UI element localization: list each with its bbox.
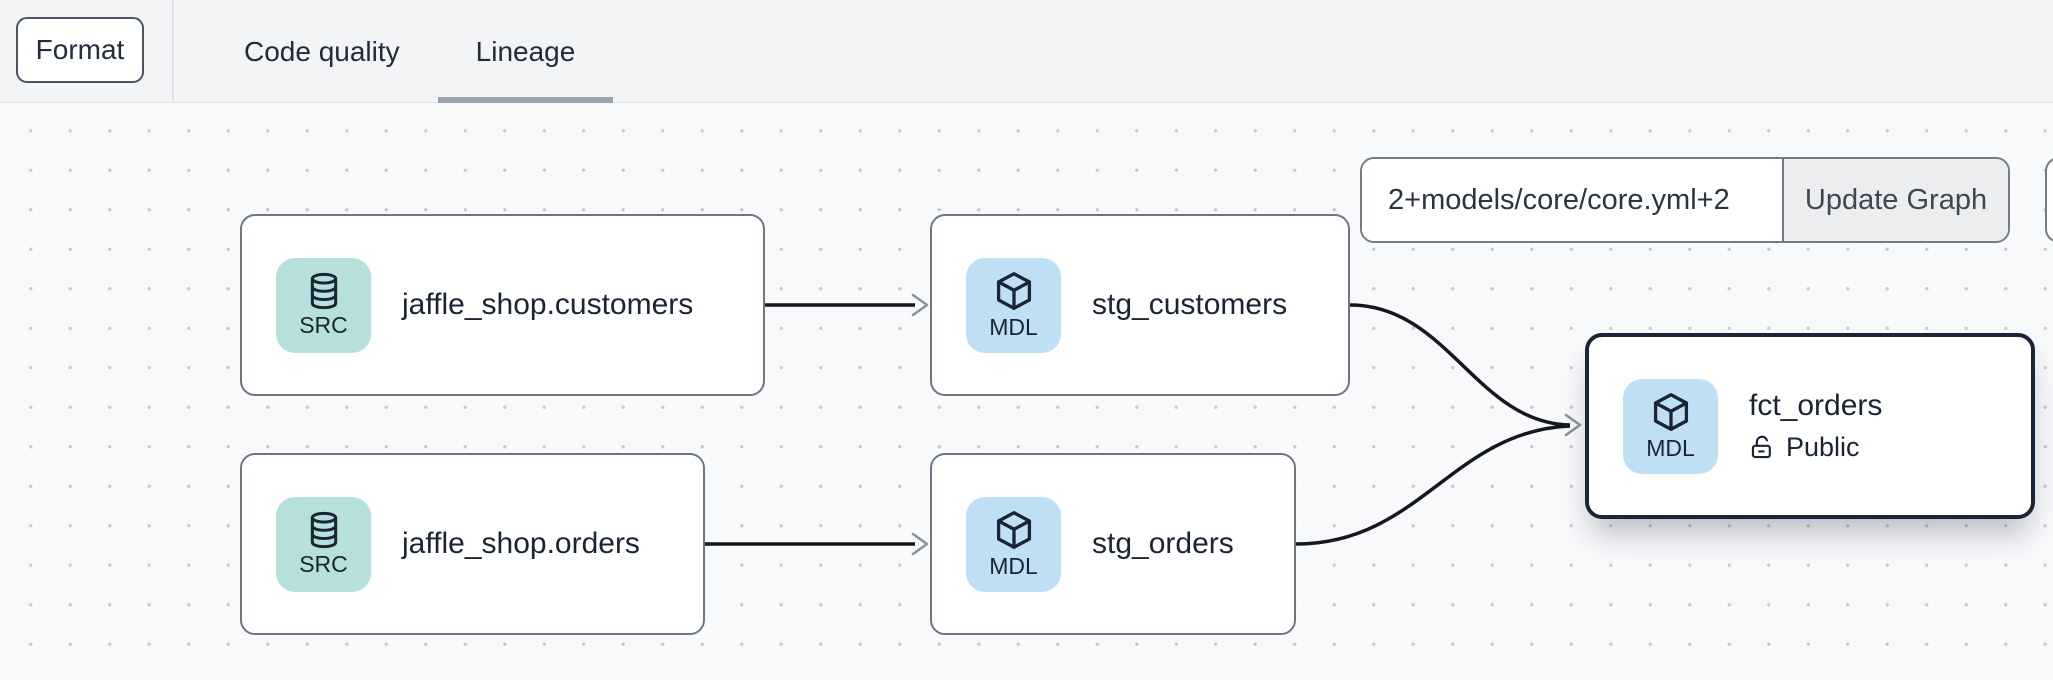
arrowhead-stg-orders [911,532,929,556]
selector-input[interactable] [1362,159,1782,241]
cube-icon [996,511,1031,549]
arrowhead-fct-orders [1564,413,1582,437]
node-stg-customers[interactable]: MDL stg_customers [930,214,1350,396]
edge-stgcustomers-fct [1349,303,1571,427]
access-label: Public [1786,432,1860,462]
node-jaffle-shop-customers[interactable]: SRC jaffle_shop.customers [240,214,765,396]
graph-selector-bar: Update Graph [1360,157,2010,243]
toolbar-divider [172,0,174,103]
node-fct-orders[interactable]: MDL fct_orders Public [1585,333,2035,519]
tab-lineage[interactable]: Lineage [437,0,614,103]
lineage-canvas[interactable]: SRC jaffle_shop.customers MDL stg_custom… [0,103,2053,680]
badge-label: MDL [989,553,1038,579]
node-label: stg_orders [1092,527,1234,560]
model-badge: MDL [966,496,1061,592]
tab-code-quality-label: Code quality [244,35,400,67]
arrowhead-stg-customers [911,293,929,317]
top-toolbar: Format Code quality Lineage [0,0,2053,103]
cube-icon [1653,393,1688,431]
update-graph-button[interactable]: Update Graph [1782,159,2008,241]
update-graph-label: Update Graph [1804,183,1988,216]
node-jaffle-shop-orders[interactable]: SRC jaffle_shop.orders [240,453,705,635]
format-button-label: Format [35,34,125,65]
source-badge: SRC [276,496,371,592]
node-label: stg_customers [1092,288,1288,321]
clipped-right-panel[interactable] [2045,157,2053,243]
database-icon [310,272,337,310]
edge-stgorders-fct [1295,424,1571,546]
model-badge: MDL [966,257,1061,353]
node-label: jaffle_shop.customers [402,288,694,321]
access-row: Public [1749,432,1882,463]
tab-bar: Code quality Lineage [206,0,613,103]
badge-label: SRC [299,551,348,577]
node-label: fct_orders [1749,389,1883,422]
tab-code-quality[interactable]: Code quality [206,0,438,103]
format-button[interactable]: Format [16,17,144,83]
source-badge: SRC [276,257,371,353]
badge-label: MDL [1646,435,1695,461]
badge-label: MDL [989,314,1038,340]
database-icon [310,511,337,549]
cube-icon [996,272,1031,310]
lock-open-icon [1751,435,1771,459]
model-badge: MDL [1623,378,1718,474]
badge-label: SRC [299,312,348,338]
tab-lineage-label: Lineage [475,35,576,67]
node-label: jaffle_shop.orders [402,527,640,560]
node-stg-orders[interactable]: MDL stg_orders [930,453,1296,635]
